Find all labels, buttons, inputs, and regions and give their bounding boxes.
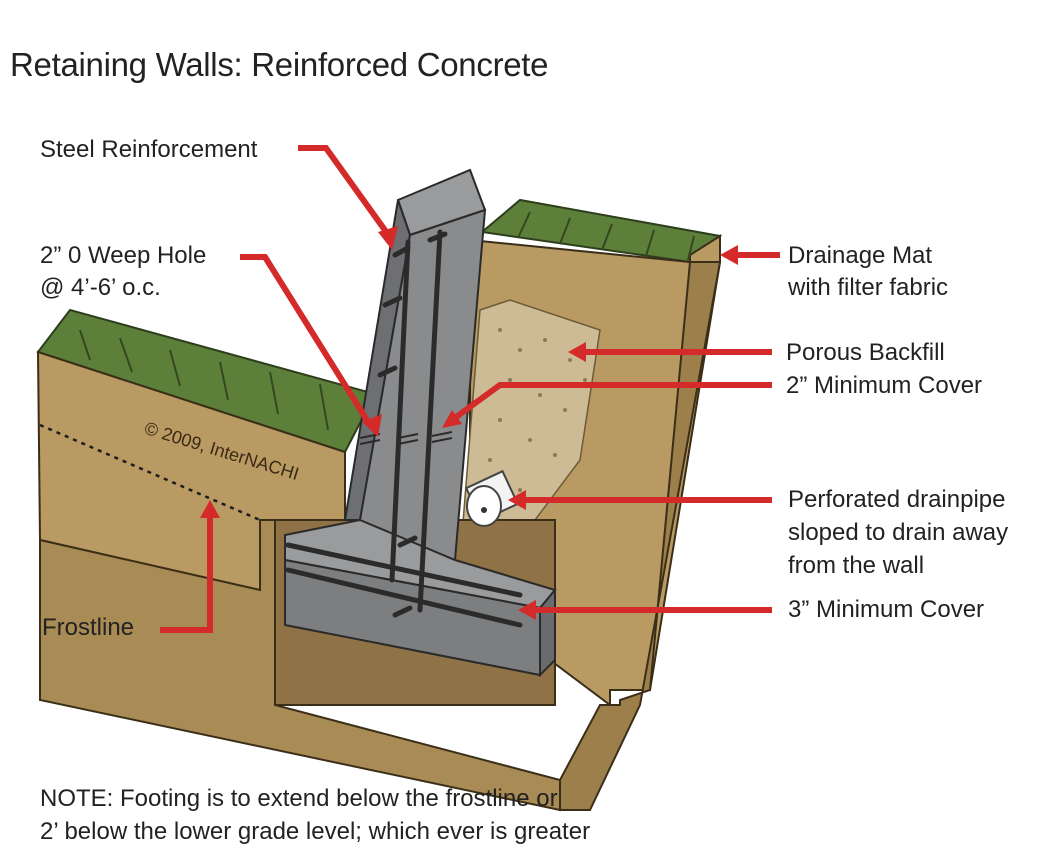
label-drainpipe-line2: sloped to drain away <box>788 519 1009 546</box>
label-min-cover-3: 3” Minimum Cover <box>788 596 985 623</box>
label-drainage-mat-line2: with filter fabric <box>788 274 949 301</box>
page-title: Retaining Walls: Reinforced Concrete <box>10 46 549 83</box>
concrete-wall <box>343 168 487 561</box>
label-drainage-mat-line1: Drainage Mat <box>788 242 933 269</box>
leader-lines <box>160 145 780 633</box>
label-weep-hole-line1: 2” 0 Weep Hole <box>40 242 207 269</box>
footing-note: NOTE: Footing is to extend below the fro… <box>40 782 590 848</box>
label-min-cover-2: 2” Minimum Cover <box>786 372 983 399</box>
rebar <box>285 229 523 628</box>
label-weep-hole-line2: @ 4’-6’ o.c. <box>40 274 161 301</box>
leader-arrowheads <box>200 226 738 620</box>
note-line1: NOTE: Footing is to extend below the fro… <box>40 785 558 812</box>
label-steel-reinforcement: Steel Reinforcement <box>40 136 258 163</box>
frostline-marker <box>39 423 261 522</box>
lower-grass-texture <box>79 329 329 431</box>
perforated-drainpipe <box>464 469 520 527</box>
label-frostline: Frostline <box>42 614 135 641</box>
label-drainpipe-line3: from the wall <box>788 552 925 579</box>
note-line2: 2’ below the lower grade level; which ev… <box>40 818 591 845</box>
label-porous-backfill: Porous Backfill <box>786 339 945 366</box>
upper-grass-texture <box>517 211 695 261</box>
label-drainpipe-line1: Perforated drainpipe <box>788 486 1006 513</box>
